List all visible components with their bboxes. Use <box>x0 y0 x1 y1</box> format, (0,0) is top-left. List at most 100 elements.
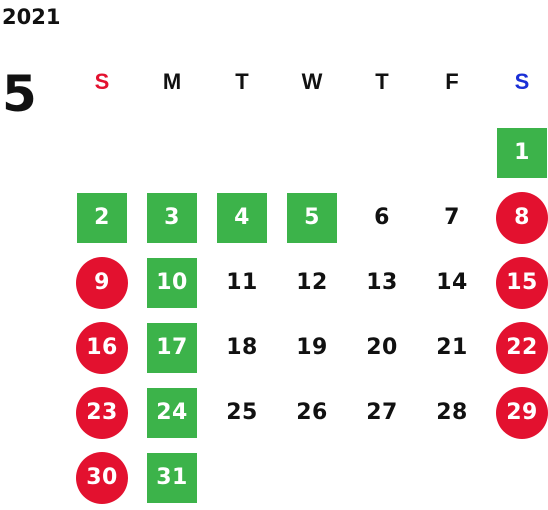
day-number: 27 <box>366 399 398 425</box>
day-mark: 19 <box>296 334 328 360</box>
day-number: 16 <box>86 334 118 360</box>
day-number: 10 <box>156 269 188 295</box>
holiday-circle: 8 <box>496 191 548 244</box>
day-number: 18 <box>226 334 258 360</box>
day-mark: 21 <box>436 334 468 360</box>
day-cell[interactable]: 14 <box>417 250 487 315</box>
day-cell[interactable]: 21 <box>417 315 487 380</box>
holiday-circle: 9 <box>76 256 128 309</box>
day-cell[interactable]: 31 <box>137 445 207 510</box>
day-cell[interactable]: 1 <box>487 120 548 185</box>
day-cell[interactable]: 9 <box>67 250 137 315</box>
day-cell[interactable]: 10 <box>137 250 207 315</box>
day-mark: 18 <box>226 334 258 360</box>
day-number: 29 <box>506 399 538 425</box>
day-number: 23 <box>86 399 118 425</box>
day-mark: 14 <box>436 269 468 295</box>
day-number: 12 <box>296 269 328 295</box>
day-cell[interactable]: 4 <box>207 185 277 250</box>
highlight-square: 17 <box>147 322 197 373</box>
day-number: 8 <box>514 204 530 230</box>
day-cell[interactable]: 5 <box>277 185 347 250</box>
day-mark: 20 <box>366 334 398 360</box>
day-mark: 7 <box>444 204 460 230</box>
day-number: 5 <box>304 204 320 230</box>
highlight-square: 2 <box>77 192 127 243</box>
day-cell[interactable]: 17 <box>137 315 207 380</box>
day-cell[interactable]: 30 <box>67 445 137 510</box>
day-number: 28 <box>436 399 468 425</box>
day-number: 6 <box>374 204 390 230</box>
highlight-square: 1 <box>497 127 547 178</box>
day-mark: 11 <box>226 271 258 294</box>
holiday-circle: 23 <box>76 386 128 439</box>
day-number: 21 <box>436 334 468 360</box>
month-label: 5 <box>2 65 37 123</box>
day-number: 17 <box>156 334 188 360</box>
day-cell[interactable]: 11 <box>207 250 277 315</box>
day-cell[interactable]: 22 <box>487 315 548 380</box>
highlight-square: 3 <box>147 192 197 243</box>
day-number: 31 <box>156 464 188 490</box>
weekday-sat: S <box>514 69 530 94</box>
day-cell[interactable]: 12 <box>277 250 347 315</box>
day-cell[interactable]: 7 <box>417 185 487 250</box>
highlight-square: 24 <box>147 387 197 438</box>
highlight-square: 31 <box>147 452 197 503</box>
day-cell[interactable]: 25 <box>207 380 277 445</box>
day-number: 3 <box>164 204 180 230</box>
highlight-square: 4 <box>217 192 267 243</box>
day-cell[interactable]: 16 <box>67 315 137 380</box>
day-mark: 28 <box>436 399 468 425</box>
highlight-square: 5 <box>287 192 337 243</box>
day-cell[interactable]: 29 <box>487 380 548 445</box>
day-number: 13 <box>366 269 398 295</box>
day-cell[interactable]: 13 <box>347 250 417 315</box>
weekday-sun: S <box>94 69 110 94</box>
day-cell[interactable]: 6 <box>347 185 417 250</box>
day-number: 14 <box>436 269 468 295</box>
day-mark: 6 <box>374 204 390 230</box>
day-mark: 25 <box>226 399 258 425</box>
day-number: 4 <box>234 204 250 230</box>
holiday-circle: 22 <box>496 321 548 374</box>
weekday-thu: T <box>375 69 389 94</box>
day-number: 20 <box>366 334 398 360</box>
day-cell[interactable]: 19 <box>277 315 347 380</box>
day-cell[interactable]: 3 <box>137 185 207 250</box>
day-mark: 12 <box>296 269 328 295</box>
day-cell[interactable]: 18 <box>207 315 277 380</box>
day-number: 1 <box>514 139 530 165</box>
day-cell[interactable]: 28 <box>417 380 487 445</box>
day-mark: 27 <box>366 399 398 425</box>
weekday-header-row: S M T W T F S <box>67 62 548 102</box>
highlight-square: 10 <box>147 257 197 308</box>
day-number: 26 <box>296 399 328 425</box>
day-number: 30 <box>86 464 118 490</box>
day-cell[interactable]: 24 <box>137 380 207 445</box>
day-cell[interactable]: 23 <box>67 380 137 445</box>
day-cell[interactable]: 27 <box>347 380 417 445</box>
holiday-circle: 30 <box>76 451 128 504</box>
day-number: 7 <box>444 204 460 230</box>
holiday-circle: 16 <box>76 321 128 374</box>
day-number: 25 <box>226 399 258 425</box>
year-label: 2021 <box>2 5 61 29</box>
day-number: 22 <box>506 334 538 360</box>
day-cell[interactable]: 26 <box>277 380 347 445</box>
day-cell[interactable]: 2 <box>67 185 137 250</box>
weekday-fri: F <box>445 69 459 94</box>
day-number: 24 <box>156 399 188 425</box>
day-number: 2 <box>94 204 110 230</box>
day-mark: 13 <box>366 269 398 295</box>
weekday-tue: T <box>235 69 249 94</box>
day-number: 9 <box>94 269 110 295</box>
day-number: 19 <box>296 334 328 360</box>
day-cell[interactable]: 15 <box>487 250 548 315</box>
weekday-wed: W <box>301 69 323 94</box>
day-number: 15 <box>506 269 538 295</box>
holiday-circle: 29 <box>496 386 548 439</box>
day-cell[interactable]: 20 <box>347 315 417 380</box>
day-cell[interactable]: 8 <box>487 185 548 250</box>
weekday-mon: M <box>162 69 182 94</box>
